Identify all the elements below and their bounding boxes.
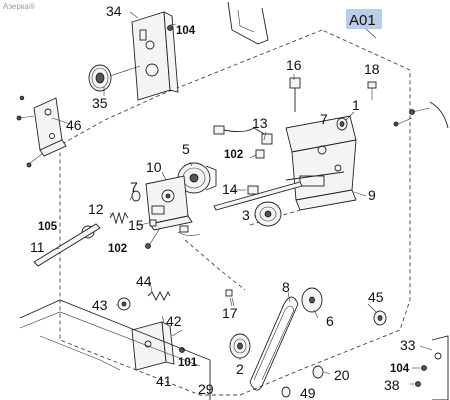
callout-33: 33	[400, 337, 416, 353]
callout-1: 1	[352, 97, 360, 113]
callout-20: 20	[334, 367, 350, 383]
clip-18	[367, 81, 377, 89]
callout-6: 6	[326, 313, 334, 329]
washer-20	[312, 365, 324, 379]
callout-102: 102	[224, 149, 243, 161]
plate-46	[33, 97, 67, 157]
callout-104-lower: 104	[390, 363, 410, 375]
callout-35: 35	[92, 95, 108, 111]
sensor-16	[289, 77, 301, 112]
callout-12: 12	[88, 201, 104, 217]
callout-10: 10	[146, 159, 162, 175]
clip-102a	[255, 149, 265, 159]
callout-3: 3	[242, 207, 250, 223]
callout-42: 42	[166, 313, 182, 329]
callout-45: 45	[368, 289, 384, 305]
shaft-main	[213, 181, 303, 211]
bracket-10	[145, 175, 193, 231]
leader-lines	[51, 11, 433, 385]
assembly-tag-box	[346, 9, 382, 29]
bracket-41	[131, 321, 175, 371]
callout-29: 29	[198, 381, 214, 397]
pulley-3	[254, 201, 282, 227]
callout-38: 38	[384, 377, 400, 393]
callout-2: 2	[236, 361, 244, 377]
side-bracket-34	[131, 11, 179, 101]
assembly-boundary	[59, 29, 411, 396]
callout-18: 18	[364, 61, 380, 77]
bushing-43	[117, 297, 131, 311]
callout-16: 16	[286, 57, 302, 73]
callout-104: 104	[176, 25, 196, 37]
callout-43: 43	[92, 297, 108, 313]
callout-101: 101	[178, 357, 198, 369]
callout-9: 9	[368, 187, 376, 203]
harness-13	[213, 125, 273, 145]
callout-49: 49	[300, 385, 316, 400]
clip-17	[225, 289, 233, 297]
callout-11: 11	[30, 239, 45, 255]
screw-104a	[167, 25, 173, 31]
callout-15: 15	[128, 217, 144, 233]
clip-15	[149, 219, 157, 227]
callout-5: 5	[182, 141, 190, 157]
spring-12	[109, 211, 129, 225]
callout-105: 105	[38, 221, 58, 233]
gear-5	[177, 162, 217, 194]
callout-14: 14	[222, 181, 238, 197]
screw-38	[415, 381, 421, 387]
watermark-text: Азерка®	[3, 2, 35, 11]
callout-7: 7	[320, 111, 328, 127]
callout-44: 44	[136, 273, 152, 289]
spring-44	[147, 290, 171, 302]
washer-49	[281, 386, 291, 398]
callout-8: 8	[282, 279, 290, 295]
callout-17: 17	[222, 305, 238, 321]
callout-13: 13	[252, 115, 268, 131]
callout-7-lower: 7	[130, 179, 138, 195]
assembly-tag-label: A01	[349, 12, 376, 29]
pulley-6	[301, 287, 323, 313]
belt-8	[249, 296, 299, 391]
callout-102-lower: 102	[108, 243, 127, 255]
callout-46: 46	[66, 117, 82, 133]
callout-34: 34	[106, 3, 122, 19]
pulley-2	[229, 333, 251, 359]
callout-41: 41	[156, 373, 172, 389]
shaft-11	[33, 223, 101, 267]
gear-35	[88, 64, 112, 92]
washer-45	[373, 310, 387, 326]
bushing-1	[336, 117, 348, 131]
screw-104b	[421, 365, 427, 371]
main-frame-9	[285, 115, 357, 211]
sensor-14	[247, 185, 259, 195]
screw-102b	[145, 243, 151, 249]
